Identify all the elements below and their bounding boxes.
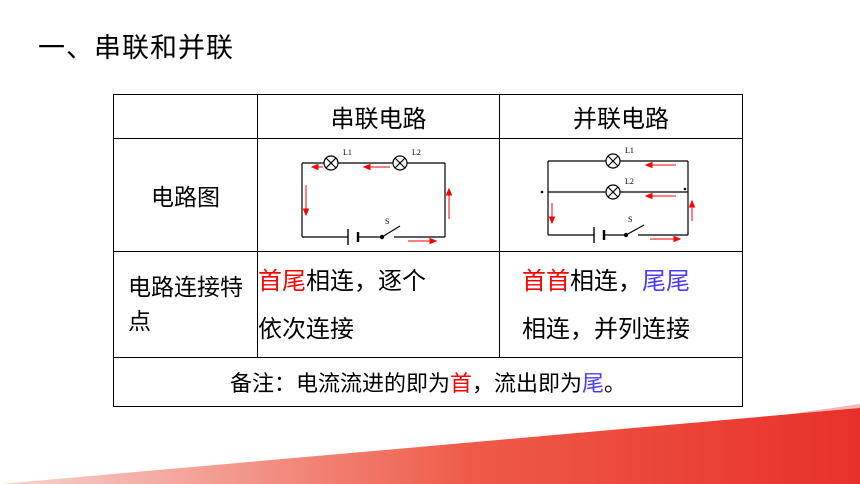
- series-circuit-diagram: L1 L2 S: [301, 148, 453, 245]
- series-feature-highlight: 首尾: [258, 266, 306, 295]
- parallel-feature-text: 相连，: [570, 266, 642, 295]
- parallel-feature-highlight-tail: 尾尾: [642, 266, 690, 295]
- corner-cell: [113, 94, 258, 139]
- series-feature-text-2: 依次连接: [258, 314, 354, 343]
- note-tail: 尾: [582, 372, 605, 397]
- lamp1-label: L1: [343, 148, 352, 157]
- parallel-feature-text-2: 相连，并列连接: [522, 314, 690, 343]
- switch-label: S: [385, 217, 389, 226]
- comparison-table: 串联电路 并联电路 电路图: [113, 94, 743, 407]
- parallel-diagram-cell: L1 L2 S: [499, 138, 743, 252]
- header-parallel: 并联电路: [499, 94, 743, 139]
- parallel-feature-cell: 首首相连，尾尾 相连，并列连接: [499, 251, 743, 358]
- parallel-lamp2-label: L2: [625, 177, 634, 186]
- note-head: 首: [449, 372, 472, 397]
- page-title: 一、串联和并联: [38, 33, 234, 64]
- note-mid: ，流出即为: [471, 372, 582, 397]
- note-prefix: 备注：电流流进的即为: [229, 372, 450, 397]
- series-feature-cell: 首尾相连，逐个 依次连接: [257, 251, 500, 358]
- header-series: 串联电路: [257, 94, 500, 139]
- note-end: 。: [604, 372, 627, 397]
- row-label-feature: 电路连接特点: [113, 251, 258, 358]
- parallel-feature-highlight-head: 首首: [522, 266, 570, 295]
- series-feature-text: 相连，逐个: [306, 266, 426, 295]
- parallel-lamp1-label: L1: [625, 146, 634, 155]
- lamp2-label: L2: [412, 148, 421, 157]
- parallel-circuit-diagram: L1 L2 S: [540, 146, 696, 243]
- note-row: 备注：电流流进的即为首，流出即为尾。: [113, 357, 743, 407]
- parallel-switch-label: S: [628, 215, 632, 224]
